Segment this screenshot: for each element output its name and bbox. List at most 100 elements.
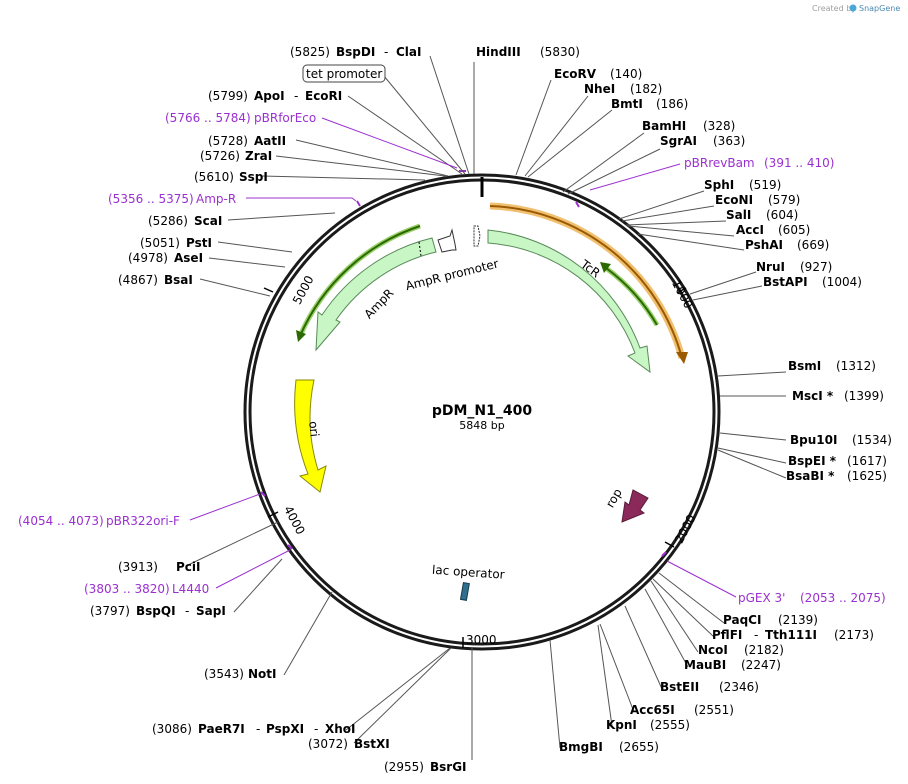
enzyme-noti[interactable]: (3543) NotI xyxy=(204,667,277,681)
enzyme-asei[interactable]: (4978) AseI xyxy=(128,251,203,265)
feature-tet-promoter[interactable]: tet promoter xyxy=(302,64,386,83)
enzyme-nrui[interactable]: NruI (927) xyxy=(756,260,832,274)
svg-text:BsrGI: BsrGI xyxy=(430,760,467,774)
svg-text:(927): (927) xyxy=(800,260,832,274)
svg-text:(5728): (5728) xyxy=(208,134,248,148)
enzyme-aatii[interactable]: (5728) AatII xyxy=(208,134,286,148)
enzyme-bspdi-clai[interactable]: (5825) BspDI - ClaI xyxy=(290,45,421,59)
svg-text:(391 .. 410): (391 .. 410) xyxy=(764,156,834,170)
enzyme-pflfi-tth111i[interactable]: PflFI - Tth111I (2173) xyxy=(712,628,874,642)
svg-text:PflFI: PflFI xyxy=(712,628,742,642)
snapgene-logo-icon xyxy=(849,4,857,12)
enzyme-bsrgi[interactable]: (2955) BsrGI xyxy=(384,760,467,774)
svg-text:PaqCI: PaqCI xyxy=(723,613,761,627)
enzyme-bsteii[interactable]: BstEII (2346) xyxy=(660,680,759,694)
primer-pbrrevbam[interactable]: pBRrevBam (391 .. 410) xyxy=(684,156,834,170)
svg-text:(605): (605) xyxy=(778,223,810,237)
enzyme-hindiii[interactable]: HindIII (5830) xyxy=(476,45,580,59)
svg-text:ZraI: ZraI xyxy=(245,149,272,163)
enzyme-bmti[interactable]: BmtI (186) xyxy=(611,97,688,111)
feature-label-ampr-promoter: AmpR promoter xyxy=(404,256,500,293)
svg-text:(2655): (2655) xyxy=(619,740,659,754)
primer-marks xyxy=(260,170,667,557)
svg-text:NcoI: NcoI xyxy=(698,643,728,657)
svg-text:SspI: SspI xyxy=(239,170,268,184)
primer-l4440[interactable]: (3803 .. 3820) L4440 xyxy=(84,582,209,596)
enzyme-sali[interactable]: SalI (604) xyxy=(726,208,798,222)
svg-text:ScaI: ScaI xyxy=(194,214,222,228)
enzyme-bstapi[interactable]: BstAPI (1004) xyxy=(763,275,862,289)
enzyme-apoi-ecori[interactable]: (5799) ApoI - EcoRI xyxy=(208,89,342,103)
enzyme-pcii[interactable]: (3913) PciI xyxy=(118,560,201,574)
svg-text:(2955): (2955) xyxy=(384,760,424,774)
feature-rop[interactable]: rop xyxy=(603,486,649,523)
enzyme-bspei[interactable]: BspEI * (1617) xyxy=(788,454,887,468)
enzyme-econi[interactable]: EcoNI (579) xyxy=(715,193,800,207)
enzyme-bsabi[interactable]: BsaBI * (1625) xyxy=(786,469,887,483)
svg-text:ApoI: ApoI xyxy=(254,89,285,103)
primer-pbrforeco[interactable]: (5766 .. 5784) pBRforEco xyxy=(165,111,316,125)
tick-label-1000: 1000 xyxy=(669,277,696,311)
primer-pgex3[interactable]: pGEX 3' (2053 .. 2075) xyxy=(738,591,886,605)
svg-text:MscI *: MscI * xyxy=(792,389,834,403)
enzyme-bpu10i[interactable]: Bpu10I (1534) xyxy=(790,433,892,447)
enzyme-psti[interactable]: (5051) PstI xyxy=(140,236,212,250)
svg-text:PspXI: PspXI xyxy=(266,722,304,736)
svg-text:(3797): (3797) xyxy=(90,604,130,618)
svg-text:L4440: L4440 xyxy=(172,582,209,596)
enzyme-bstxi[interactable]: (3072) BstXI xyxy=(308,737,390,751)
enzyme-zrai[interactable]: (5726) ZraI xyxy=(200,149,272,163)
svg-text:(1617): (1617) xyxy=(847,454,887,468)
svg-text:(4867): (4867) xyxy=(118,273,158,287)
svg-text:EcoRI: EcoRI xyxy=(305,89,342,103)
svg-text:Tth111I: Tth111I xyxy=(765,628,817,642)
svg-text:(5356 .. 5375): (5356 .. 5375) xyxy=(108,192,194,206)
enzyme-nhei[interactable]: NheI (182) xyxy=(584,82,662,96)
primer-amp-r[interactable]: (5356 .. 5375) Amp-R xyxy=(108,192,236,206)
svg-text:(3086): (3086) xyxy=(152,722,192,736)
svg-text:Bpu10I: Bpu10I xyxy=(790,433,837,447)
feature-tcr-green-line xyxy=(600,262,660,327)
enzyme-bspqi-sapi[interactable]: (3797) BspQI - SapI xyxy=(90,604,226,618)
svg-text:(4054 .. 4073): (4054 .. 4073) xyxy=(18,514,104,528)
enzyme-acci[interactable]: AccI (605) xyxy=(736,223,810,237)
svg-text:Amp-R: Amp-R xyxy=(196,192,236,206)
primer-pbr322ori-f[interactable]: (4054 .. 4073) pBR322ori-F xyxy=(18,514,180,528)
svg-text:(2247): (2247) xyxy=(741,658,781,672)
svg-text:(363): (363) xyxy=(713,134,745,148)
enzyme-ecorv[interactable]: EcoRV (140) xyxy=(554,67,642,81)
svg-text:HindIII: HindIII xyxy=(476,45,521,59)
enzyme-pshai[interactable]: PshAI (669) xyxy=(745,238,829,252)
svg-text:(3803 .. 3820): (3803 .. 3820) xyxy=(84,582,170,596)
enzyme-paqci[interactable]: PaqCI (2139) xyxy=(723,613,818,627)
svg-text:BstAPI: BstAPI xyxy=(763,275,808,289)
enzyme-bsmi[interactable]: BsmI (1312) xyxy=(788,359,876,373)
enzyme-maubi[interactable]: MauBI (2247) xyxy=(684,658,781,672)
feature-ampr[interactable]: AmpR xyxy=(315,237,437,352)
enzyme-acc65i[interactable]: Acc65I (2551) xyxy=(630,703,734,717)
feature-ori[interactable]: ori xyxy=(294,379,327,493)
svg-text:BspDI: BspDI xyxy=(336,45,375,59)
feature-ampr-promoter[interactable]: AmpR promoter xyxy=(404,228,500,293)
feature-tcr[interactable]: TcR xyxy=(487,229,651,374)
enzyme-msci[interactable]: MscI * (1399) xyxy=(792,389,884,403)
enzyme-bsai[interactable]: (4867) BsaI xyxy=(118,273,193,287)
svg-text:(1312): (1312) xyxy=(836,359,876,373)
svg-text:EcoNI: EcoNI xyxy=(715,193,753,207)
enzyme-scai[interactable]: (5286) ScaI xyxy=(148,214,222,228)
enzyme-paer7i-pspxi-xhoi[interactable]: (3086) PaeR7I - PspXI - XhoI xyxy=(152,722,356,736)
svg-text:(1004): (1004) xyxy=(822,275,862,289)
feature-ampr-green-line xyxy=(296,223,421,342)
enzyme-sspi[interactable]: (5610) SspI xyxy=(194,170,268,184)
feature-label-rop: rop xyxy=(603,486,625,510)
svg-text:BspQI: BspQI xyxy=(136,604,176,618)
enzyme-ncoi[interactable]: NcoI (2182) xyxy=(698,643,784,657)
enzyme-kpni[interactable]: KpnI (2555) xyxy=(606,718,690,732)
enzyme-bamhi[interactable]: BamHI (328) xyxy=(642,119,735,133)
enzyme-bmgbi[interactable]: BmgBI (2655) xyxy=(559,740,659,754)
feature-lac-operator[interactable]: lac operator xyxy=(432,563,506,601)
svg-text:(5610): (5610) xyxy=(194,170,234,184)
enzyme-sphi[interactable]: SphI (519) xyxy=(704,178,781,192)
enzyme-sgrai[interactable]: SgrAI (363) xyxy=(660,134,745,148)
